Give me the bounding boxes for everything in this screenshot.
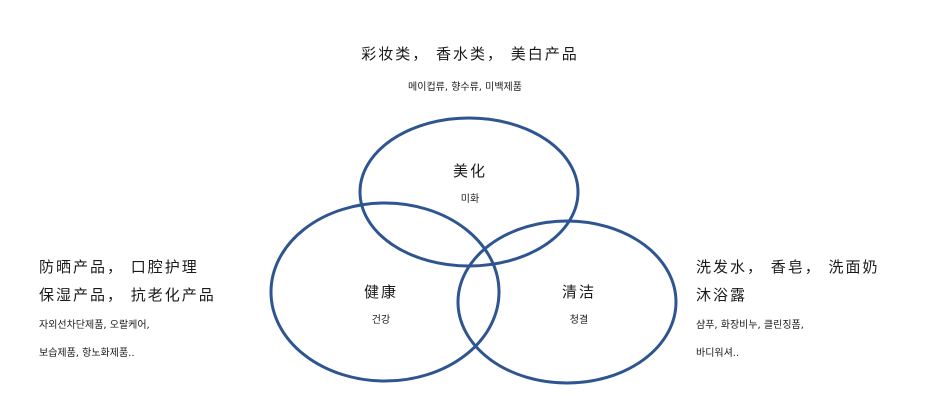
right-category-ko-2: 바디워셔.. xyxy=(696,348,740,359)
clean-circle xyxy=(456,219,678,385)
beauty-subtitle: 미화 xyxy=(460,194,480,205)
health-title: 健康 xyxy=(363,283,399,301)
right-category-cn-1: 洗发水， 香皂， 洗面奶 xyxy=(696,258,880,276)
top-category-ko: 메이컵류, 향수류, 미백제품 xyxy=(408,82,522,93)
beauty-title: 美化 xyxy=(452,162,488,180)
left-category-ko-2: 보습제품, 항노화제품.. xyxy=(39,348,135,359)
clean-title: 清洁 xyxy=(561,283,597,301)
top-category-cn: 彩妆类， 香水类， 美白产品 xyxy=(361,45,579,63)
left-category-cn-1: 防晒产品， 口腔护理 xyxy=(39,258,199,276)
clean-subtitle: 청결 xyxy=(569,315,589,326)
health-circle xyxy=(269,201,501,383)
health-subtitle: 건강 xyxy=(371,315,391,326)
left-category-ko-1: 자외선차단제품, 오랄케어, xyxy=(39,320,150,331)
left-category-cn-2: 保湿产品， 抗老化产品 xyxy=(39,286,216,304)
right-category-ko-1: 샴푸, 화장비누, 클린징폼, xyxy=(696,320,804,331)
right-category-cn-2: 沐浴露 xyxy=(696,286,748,304)
